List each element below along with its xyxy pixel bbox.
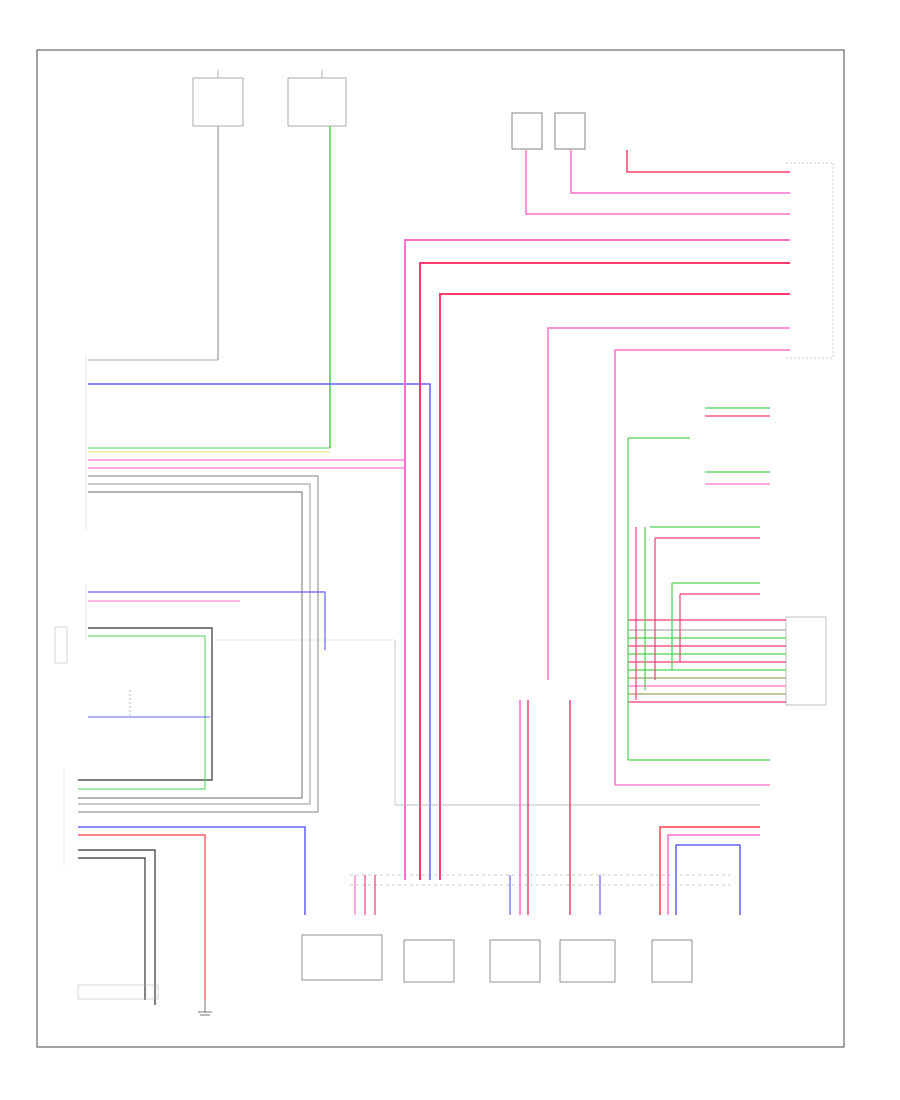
sensor-box-2 [554, 112, 586, 150]
fuse-box-left [192, 70, 244, 127]
connector-right-top [786, 162, 834, 359]
wire-sensor-2 [570, 150, 790, 194]
module-4 [559, 939, 616, 983]
wire-blue-br [675, 844, 741, 915]
connector-right-mid [628, 616, 827, 706]
wire-red-ecu [78, 834, 206, 1000]
fuse-box-right [287, 70, 347, 127]
wire-sensor-1 [525, 150, 790, 215]
right-wire-bundle [628, 407, 770, 595]
module-2 [403, 939, 455, 983]
module-5 [651, 939, 693, 983]
wire-red-br-2 [667, 834, 760, 915]
wire-red-br [659, 826, 760, 915]
wire-pink-4 [547, 327, 790, 680]
diagram-frame [36, 49, 845, 1048]
wire-black-ecu [78, 849, 156, 1005]
wire-blue-top [88, 383, 431, 880]
wire-pink-3 [439, 293, 790, 880]
left-bottom-box [77, 984, 159, 1000]
wire-pink-1 [404, 239, 790, 880]
wire-black-a [78, 627, 213, 781]
wire-pink-2 [419, 262, 790, 880]
wire-sensor-3 [626, 150, 790, 173]
wire-blue-lower [88, 591, 326, 650]
sensor-box-1 [511, 112, 543, 150]
wire-green-a [78, 635, 206, 790]
module-engine-control [301, 934, 383, 981]
wire-black-ecu-2 [78, 857, 146, 1000]
left-connector-box [54, 626, 68, 664]
wire-gray-bundle-1 [78, 475, 319, 813]
pin-column-left [63, 355, 87, 865]
wire-pink-5 [614, 349, 790, 785]
wire-gray-bundle-3 [78, 491, 303, 799]
wire-gray-bundle-2 [78, 483, 311, 805]
wire-blue-ecu [78, 826, 306, 915]
ground-symbol [198, 1000, 212, 1016]
right-vertical-wires [615, 438, 770, 786]
module-feed-wires [354, 700, 601, 915]
module-3 [489, 939, 541, 983]
